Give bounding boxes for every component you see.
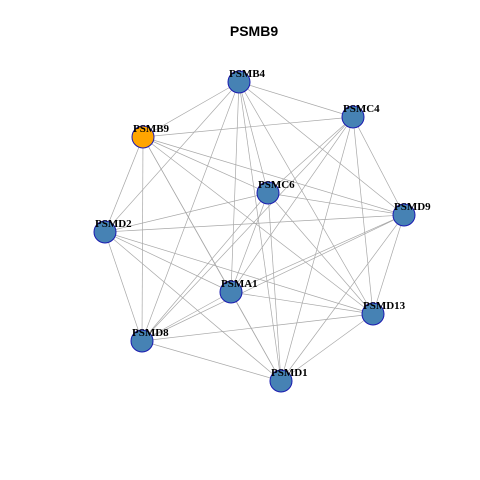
edge-psmb4-psmc4 xyxy=(238,81,354,118)
node-psmd8: PSMD8 xyxy=(130,327,169,353)
node-label-psma1: PSMA1 xyxy=(221,278,258,290)
edge-psmb4-psmd13 xyxy=(238,81,374,315)
node-psma1: PSMA1 xyxy=(219,278,258,304)
edge-psmc6-psmd9 xyxy=(267,192,405,216)
edge-psmc4-psmd13 xyxy=(352,116,374,315)
edge-psmd8-psmd1 xyxy=(141,340,282,382)
node-circle-psmd9 xyxy=(392,203,416,227)
edge-psmd9-psmd13 xyxy=(372,214,405,315)
edge-psmb9-psmd8 xyxy=(141,136,144,342)
edge-psmb4-psma1 xyxy=(230,81,240,293)
node-label-psmc4: PSMC4 xyxy=(343,103,380,115)
node-label-psmb4: PSMB4 xyxy=(229,68,266,80)
node-circle-psmc6 xyxy=(256,181,280,205)
edge-psmb9-psmd2 xyxy=(104,136,144,233)
node-psmb4: PSMB4 xyxy=(227,68,266,94)
edge-psmb9-psmc6 xyxy=(142,136,269,194)
edge-psmb9-psmd9 xyxy=(142,136,405,216)
edge-psmc4-psmd8 xyxy=(141,116,354,342)
node-psmd2: PSMD2 xyxy=(93,218,132,244)
node-psmd1: PSMD1 xyxy=(269,367,308,393)
edge-psmc6-psmd13 xyxy=(267,192,374,315)
node-circle-psmb4 xyxy=(227,70,251,94)
edge-psmd9-psmd8 xyxy=(141,214,405,342)
edge-psmb9-psmd13 xyxy=(142,136,374,315)
edge-psmb4-psmc6 xyxy=(238,81,269,194)
graph-title: PSMB9 xyxy=(230,23,278,39)
node-label-psmd9: PSMD9 xyxy=(394,201,431,213)
edge-psmb4-psmd2 xyxy=(104,81,240,233)
node-circle-psmd2 xyxy=(93,220,117,244)
edge-psmb4-psmd1 xyxy=(238,81,282,382)
node-label-psmd2: PSMD2 xyxy=(95,218,132,230)
node-circle-psmd1 xyxy=(269,369,293,393)
edge-psmc4-psmd9 xyxy=(352,116,405,216)
edge-psmc4-psmc6 xyxy=(267,116,354,194)
node-psmd13: PSMD13 xyxy=(361,300,406,326)
edge-psmd13-psmd1 xyxy=(280,313,374,382)
node-label-psmc6: PSMC6 xyxy=(258,179,295,191)
edge-psmd2-psmd1 xyxy=(104,231,282,382)
node-psmb9: PSMB9 xyxy=(131,123,170,149)
node-label-psmd8: PSMD8 xyxy=(132,327,169,339)
edge-psmc6-psmd1 xyxy=(267,192,282,382)
node-psmd9: PSMD9 xyxy=(392,201,431,227)
nodes-layer: PSMB4PSMC4PSMB9PSMC6PSMD9PSMD2PSMA1PSMD1… xyxy=(93,68,431,393)
node-circle-psmd8 xyxy=(130,329,154,353)
node-psmc4: PSMC4 xyxy=(341,103,380,129)
node-psmc6: PSMC6 xyxy=(256,179,295,205)
edge-psma1-psmd13 xyxy=(230,291,374,315)
node-label-psmb9: PSMB9 xyxy=(133,123,170,135)
edge-psmc4-psmb9 xyxy=(142,116,354,138)
edge-psmd13-psmd8 xyxy=(141,313,374,342)
edge-psmd2-psma1 xyxy=(104,231,232,293)
edge-psmc6-psmd2 xyxy=(104,192,269,233)
node-circle-psmd13 xyxy=(361,302,385,326)
node-label-psmd13: PSMD13 xyxy=(363,300,406,312)
edge-psmd2-psmd13 xyxy=(104,231,374,315)
node-circle-psmb9 xyxy=(131,125,155,149)
edge-psmd9-psmd1 xyxy=(280,214,405,382)
edge-psma1-psmd1 xyxy=(230,291,282,382)
node-circle-psmc4 xyxy=(341,105,365,129)
edge-psmb4-psmb9 xyxy=(142,81,240,138)
edge-psmc4-psma1 xyxy=(230,116,354,293)
node-circle-psma1 xyxy=(219,280,243,304)
edge-psmc6-psma1 xyxy=(230,192,269,293)
edge-psmb4-psmd9 xyxy=(238,81,405,216)
node-label-psmd1: PSMD1 xyxy=(271,367,308,379)
edge-psmc6-psmd8 xyxy=(141,192,269,342)
edge-psmd2-psmd8 xyxy=(104,231,143,342)
edge-psma1-psmd8 xyxy=(141,291,232,342)
edges-layer xyxy=(104,81,405,382)
edge-psmd9-psmd2 xyxy=(104,214,405,233)
